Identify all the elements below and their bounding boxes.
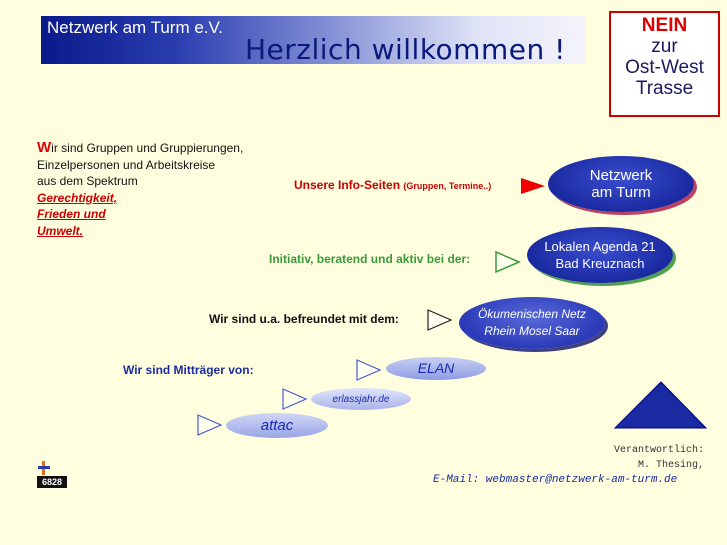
info-pages-sublabel: (Gruppen, Termine..) (403, 181, 492, 191)
arrow-right-outline-icon (427, 309, 453, 331)
visitor-counter: 6828 (37, 476, 67, 488)
campaign-banner[interactable]: NEIN zur Ost-West Trasse (609, 11, 720, 117)
agenda-button-line2: Bad Kreuznach (555, 256, 645, 271)
org-name: Netzwerk am Turm e.V. (47, 18, 224, 37)
responsible-label: Verantwortlich: (613, 445, 704, 456)
campaign-line-nein: NEIN (641, 15, 688, 36)
link-umwelt[interactable]: Umwelt. (37, 223, 84, 238)
netzwerk-button-line2: am Turm (591, 184, 651, 201)
lokale-agenda-button[interactable]: Lokalen Agenda 21 Bad Kreuznach (527, 227, 673, 283)
initiativ-label: Initiativ, beratend und aktiv bei der: (269, 252, 471, 266)
intro-line3: aus dem Spektrum (37, 174, 138, 188)
erlassjahr-button[interactable]: erlassjahr.de (311, 388, 411, 410)
arrow-right-red-icon (521, 178, 545, 194)
info-pages-label: Unsere Info-Seiten (Gruppen, Termine..) (294, 178, 491, 192)
campaign-line-ostwest: Ost-West (625, 57, 704, 78)
responsible-name: M. Thesing, (637, 460, 704, 471)
arrow-right-blue-icon (356, 359, 382, 381)
link-gerechtigkeit[interactable]: Gerechtigkeit, (37, 190, 118, 205)
email-link[interactable]: E-Mail: webmaster@netzwerk-am-turm.de (433, 474, 678, 486)
navigation-triangle-icon[interactable] (613, 380, 708, 430)
arrow-right-green-icon (495, 250, 521, 274)
counter-logo-icon (38, 461, 50, 475)
attac-button[interactable]: attac (226, 413, 328, 438)
campaign-line-zur: zur (651, 36, 678, 57)
intro-text: Wir sind Gruppen und Gruppierungen, Einz… (37, 139, 244, 239)
intro-line2: Einzelpersonen und Arbeitskreise (37, 157, 216, 172)
welcome-title: Herzlich willkommen ! (245, 33, 566, 66)
oekum-button-line2: Rhein Mosel Saar (484, 324, 580, 338)
header-banner (41, 16, 586, 64)
info-pages-label-text: Unsere Info-Seiten (294, 178, 401, 192)
mittraeger-label: Wir sind Mitträger von: (123, 363, 254, 377)
link-frieden[interactable]: Frieden und (37, 207, 106, 221)
intro-initial: W (37, 139, 52, 156)
arrow-right-blue-icon (197, 414, 223, 436)
oekum-button-line1: Ökumenischen Netz (477, 307, 587, 321)
agenda-button-line1: Lokalen Agenda 21 (544, 239, 656, 254)
campaign-line-trasse: Trasse (635, 78, 694, 99)
arrow-right-blue-icon (282, 388, 308, 410)
elan-button[interactable]: ELAN (386, 357, 486, 380)
befreundet-label: Wir sind u.a. befreundet mit dem: (209, 312, 399, 326)
intro-line1: ir sind Gruppen und Gruppierungen, (51, 141, 244, 155)
responsible-info: Verantwortlich: M. Thesing, (612, 443, 704, 473)
netzwerk-button-line1: Netzwerk (589, 167, 653, 184)
